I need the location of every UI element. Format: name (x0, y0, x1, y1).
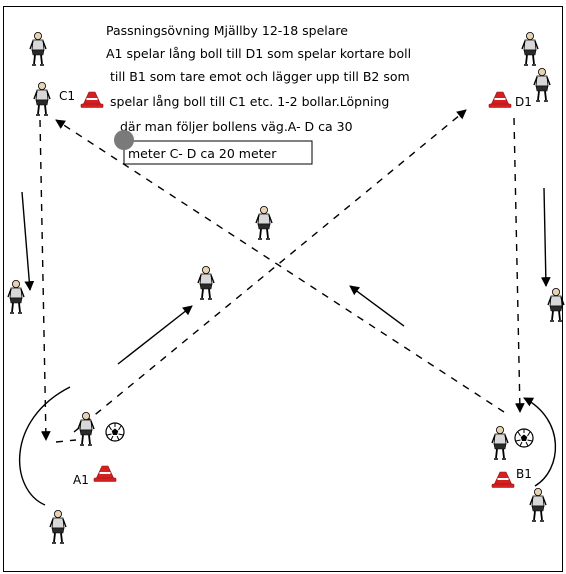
soccer-ball-icon-b1 (514, 428, 534, 448)
player-icon-right-middle (547, 287, 565, 322)
training-cone-icon-d1 (488, 91, 512, 109)
player-icon-top-right-2 (533, 67, 551, 102)
player-icon-a-group-2 (49, 509, 67, 544)
player-icon-center-upper (255, 205, 273, 240)
run-arrow-center-up (117, 305, 193, 365)
soccer-ball-icon-a1 (105, 422, 125, 442)
run-arrow-left-down (21, 191, 35, 291)
description-line-3: till B1 som tare emot och lägger upp til… (106, 69, 410, 84)
training-cone-icon-b1 (491, 471, 515, 489)
grey-marker (114, 130, 134, 150)
field-border (3, 6, 563, 572)
balls (105, 422, 534, 448)
player-icon-a-group-1 (77, 411, 95, 446)
run-arrow-right-up (349, 285, 405, 327)
pass-lines (39, 109, 525, 443)
pass-line-c1-down (39, 119, 51, 441)
run-arrows (18, 187, 557, 506)
run-arrow-right-down (540, 187, 551, 287)
player-icon-left-middle (7, 279, 25, 314)
description-line-1: Passningsövning Mjällby 12-18 spelare (106, 23, 348, 38)
pass-line-bottom-left (55, 439, 77, 443)
player-icon-top-left-1 (29, 31, 47, 66)
player-icon-b-group-2 (529, 487, 547, 522)
pass-line-b1-to-c1 (55, 119, 505, 413)
description-line-2: A1 spelar lång boll till D1 som spelar k… (106, 46, 411, 61)
run-curve-left (18, 386, 71, 506)
label-a1: A1 (73, 473, 89, 487)
label-c1: C1 (59, 89, 75, 103)
pass-line-d1-down (513, 117, 525, 413)
label-d1: D1 (515, 95, 532, 109)
description-line-5: där man följer bollens väg.A- D ca 30 (116, 119, 353, 134)
position-labels: C1 D1 A1 B1 (59, 89, 532, 487)
training-cone-icon-c1 (80, 91, 104, 109)
pass-line-a1-to-d1 (73, 109, 467, 433)
description-line-4: spelar lång boll till C1 etc. 1-2 bollar… (110, 94, 389, 109)
drill-description: Passningsövning Mjällby 12-18 spelare A1… (106, 23, 411, 165)
description-line-6: meter C- D ca 20 meter (128, 146, 277, 161)
run-curve-right (523, 397, 557, 487)
player-icon-center-lower (197, 265, 215, 300)
description-box (123, 140, 313, 165)
player-icon-top-left-2 (33, 81, 51, 116)
player-icon-top-right-1 (521, 31, 539, 66)
player-icon-b-group-1 (491, 425, 509, 460)
label-b1: B1 (516, 467, 532, 481)
training-cone-icon-a1 (93, 465, 117, 483)
